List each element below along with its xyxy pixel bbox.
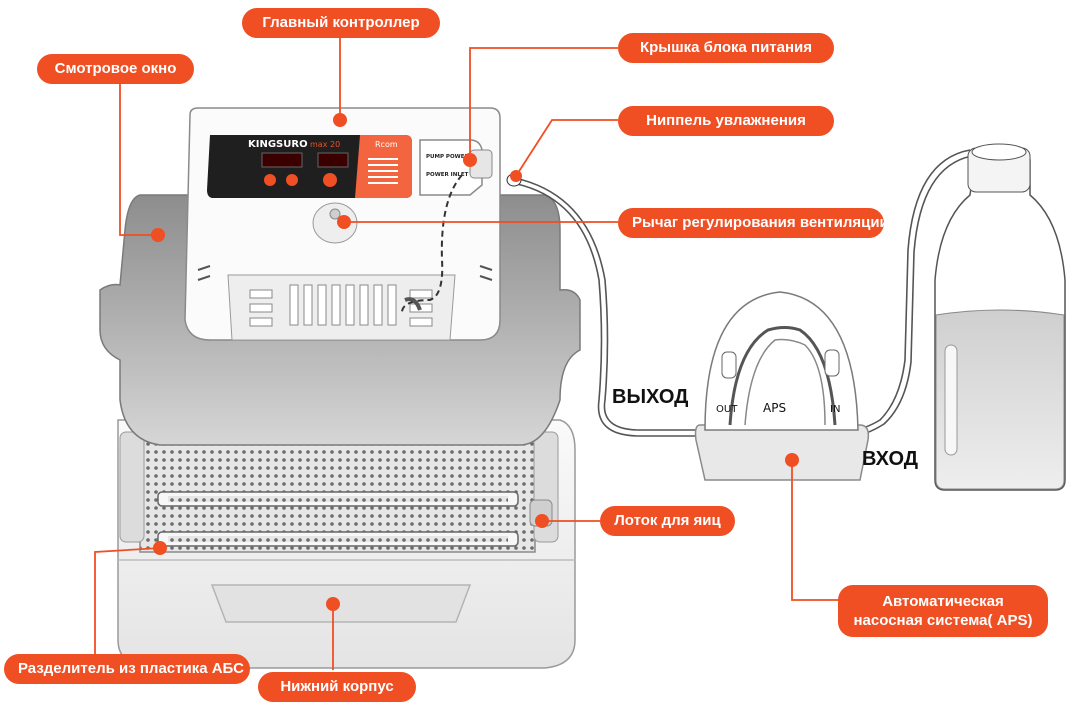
power-cover: PUMP POWER POWER INLET xyxy=(419,139,493,196)
tube-end xyxy=(404,297,422,311)
callout-main-controller: Главный контроллер xyxy=(242,8,440,38)
water-bottle xyxy=(934,143,1066,491)
callout-vent-lever: Рычаг регулирования вентиляции xyxy=(618,208,889,238)
internal-tube xyxy=(400,174,463,316)
callout-humidity-nipple: Ниппель увлажнения xyxy=(618,106,834,136)
power-inlet-text: POWER INLET xyxy=(426,172,469,178)
callout-viewing-window: Смотровое окно xyxy=(37,54,194,84)
ok-button-icon xyxy=(323,173,337,187)
callout-egg-tray: Лоток для яиц xyxy=(600,506,735,536)
model-text: max 20 xyxy=(310,140,340,149)
plus-button-icon xyxy=(264,174,276,186)
aps-in-label: IN xyxy=(830,404,840,415)
callout-aps: Автоматическая насосная система( APS) xyxy=(838,585,1048,637)
aps-pump: OUT IN APS xyxy=(694,291,870,481)
minus-button-icon xyxy=(286,174,298,186)
control-panel: KINGSURO max 20 Rcom xyxy=(207,135,412,198)
maker-text: Rcom xyxy=(375,140,398,149)
callout-abs-divider: Разделитель из пластика АБС xyxy=(4,654,250,684)
output-label: ВЫХОД xyxy=(612,386,689,408)
brand-text: KINGSURO xyxy=(248,139,308,150)
abs-dividers xyxy=(157,491,519,547)
input-label: ВХОД xyxy=(862,448,919,470)
aps-name-label: APS xyxy=(763,401,786,415)
leader-dots xyxy=(151,113,799,611)
pump-power-text: PUMP POWER xyxy=(426,154,469,160)
callout-lower-body: Нижний корпус xyxy=(258,672,416,702)
callout-power-cover: Крышка блока питания xyxy=(618,33,834,63)
aps-out-label: OUT xyxy=(716,404,738,415)
leader-lines xyxy=(94,34,840,670)
